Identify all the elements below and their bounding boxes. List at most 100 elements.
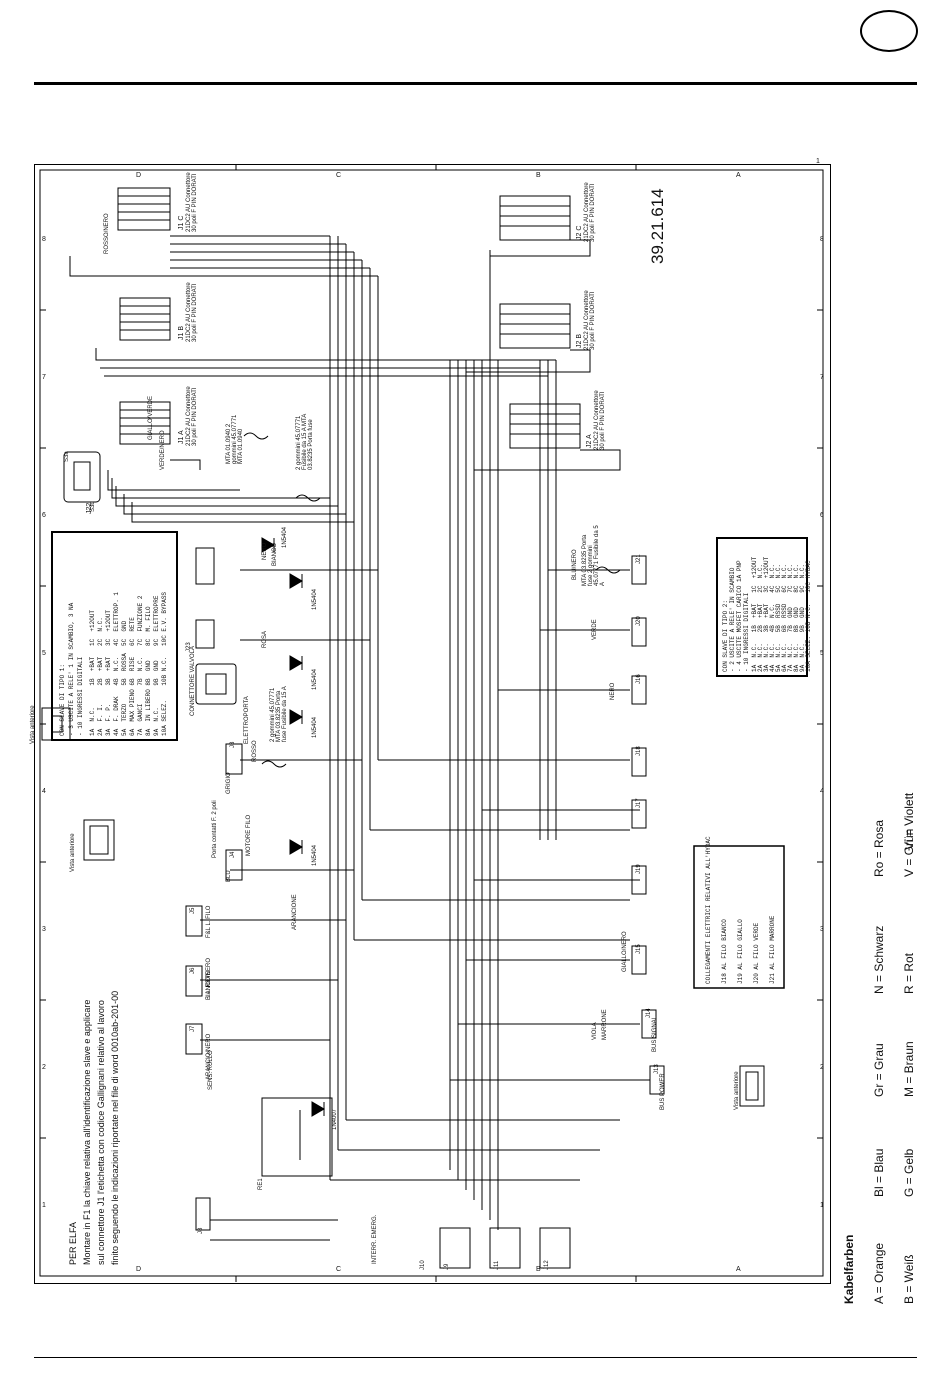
wire-color-line: J18 AL FILO BIANCO [721,919,728,984]
grid-num-4-r: 4 [820,788,824,795]
connector-j1a-label: J1 A [178,430,185,444]
grid-num-6-r: 6 [820,512,824,519]
interr-emerg-label: INTERR. EMERG. [372,1214,378,1264]
grid-num-3-r: 3 [820,926,824,933]
grid-num-6: 6 [42,512,46,519]
grid-letter-b: B [536,172,541,179]
legend-item-braun: M = Braun [902,1041,916,1097]
legend-item-rot: R = Rot [902,952,916,994]
vista-anteriore-label-3: Vista anteriore [734,1071,740,1110]
grid-num-5: 5 [42,650,46,657]
grid-num-7-r: 7 [820,374,824,381]
legend-item-violett: Vi = Violett [902,792,916,850]
terminal-label: J7 [190,1025,196,1032]
fuse-f4-label: MTA 03.8235 Porta fuse 2 gommini 45.0777… [582,525,606,586]
notes-line-2: sul connettore J1 l'etichetta con codice… [96,1000,106,1265]
legend-item-blau: Bl = Blau [872,1148,886,1197]
terminal-label: J10 [420,1260,426,1270]
grid-letter-c-bottom: C [336,1266,342,1273]
connector-j1b-label: J1 B [178,325,185,340]
fuse-f3-label: 2 gommini 45.07771 MTA 03.8235 Porta fus… [270,686,288,742]
connector-j1c-label: J1 C [178,215,185,230]
wire-label: MARRONE [602,1009,608,1040]
terminal-label: J19 [636,864,642,874]
grid-letter-d-bottom: D [136,1266,142,1273]
porta-contatti-label: Porta contatti F. 2 poli [212,800,218,858]
wire-label: ROSA [262,630,268,648]
s3b-label: S3b [90,501,96,512]
connector-j2a-desc: 21DC2 AU Connettore 30 poli F PIN DORATI [594,390,606,450]
wire-label: GIALLO/NERO [622,931,628,972]
terminal-label: J9 [444,1263,450,1270]
diode-label-4: 1N5404 [312,716,318,738]
grid-num-7: 7 [42,374,46,381]
connector-j2a-label: J2 A [586,434,593,448]
grid-num-2: 2 [42,1064,46,1071]
drawing-number: 39.21.614 [648,188,667,264]
elettroporta-label: ELETTROPORTA [244,696,250,744]
wire-label: BLU/NERO [572,549,578,580]
wire-label: VIOLA [592,1022,598,1040]
diode-label-1: 1N5404 [282,526,288,548]
grid-num-3: 3 [42,926,46,933]
terminal-label: J15 [636,944,642,954]
wire-label: NERO [610,682,616,700]
sheet-index: 1 [816,158,820,165]
terminal-label: J5 [190,907,196,914]
grid-letter-c: C [336,172,342,179]
grid-num-5-r: 5 [820,650,824,657]
wire-label: BIANCO [272,542,278,566]
vista-anteriore-label-1: Vista anteriore [30,705,36,744]
fuse-f1-label: MTA 01.0940 2 gommini 45.07771 MTA 01.09… [226,414,244,464]
wire-label: ROSSO/NERO [104,213,110,254]
language-badge [860,10,918,52]
motore-filo-label: MOTORE FILO [246,814,252,856]
grid-num-2-r: 2 [820,1064,824,1071]
terminal-label: J11 [494,1260,500,1270]
wire-color-header: COLLEGAMENTI ELETTRICI RELATIVI ALL'HYDA… [705,836,712,984]
fuse-f2-label: 2 gommini 45.07771 Fusibile da 15 A MTA … [296,414,314,470]
f-l-filo-label: F&L L. FILO [206,905,212,938]
relay-label: RE1 [258,1178,264,1190]
wire-label: BIANCO/NERO [206,957,212,1000]
diode-label-3: 1N5404 [312,668,318,690]
grid-num-4: 4 [42,788,46,795]
wire-label: GRIGIO [226,772,232,794]
s3a-label: S3a [64,451,70,462]
footer-rule [34,1357,917,1358]
wire-color-line: J19 AL FILO GIALLO [737,919,744,984]
terminal-label: J20 [636,616,642,626]
terminal-label: J13 [654,1064,660,1074]
wire-label: ARANCIONE [292,894,298,930]
grid-num-8-r: 8 [820,236,824,243]
terminal-label: J12 [544,1260,550,1270]
terminal-label: J21 [636,554,642,564]
legend-item-rosa: Ro = Rosa [872,819,886,877]
grid-num-8: 8 [42,236,46,243]
grid-num-1: 1 [42,1202,46,1209]
terminal-label: J3 [230,741,236,748]
wire-label: GIALLO/VERDE [148,395,154,440]
legend-item-orange: A = Orange [872,1242,886,1304]
terminal-label: J16 [636,674,642,684]
slave1-line: 10A SELEZ. 10B N.C. 10C E.V. BYPASS [161,591,168,736]
grid-letter-a-bottom: A [736,1266,741,1273]
wire-label: ROSSO [252,740,258,762]
wire-label: ARANCIO/NERO [206,1033,212,1080]
wire-label: VERDE [592,619,598,640]
terminal-label: J8 [198,1227,204,1234]
notes-title: PER ELFA [68,1221,78,1265]
connector-j1c-desc: 21DC2 AU Connettore 30 poli F PIN DORATI [186,172,198,232]
grid-letter-a: A [736,172,741,179]
bus-power-label: BUS POWER [660,1073,666,1110]
wire-color-line: J20 AL FILO VERDE [753,922,760,984]
notes-line-1: Montare in F1 la chiave relativa all'ide… [82,999,92,1265]
bus-signal-label: BUS SIGNAL [652,1015,658,1052]
legend-item-grau: Gr = Grau [872,1043,886,1097]
slave1-line: - 3 USCITE A RELE' 1 IN SCAMBIO, 3 NA [68,602,75,736]
diode-label-2: 1N5404 [312,588,318,610]
vista-anteriore-label-2: Vista anteriore [70,833,76,872]
valve-connector-label: CONNETTORE VALVOLA [190,645,196,716]
slave1-line: - 10 INGRESSI DIGITALI [77,656,84,736]
